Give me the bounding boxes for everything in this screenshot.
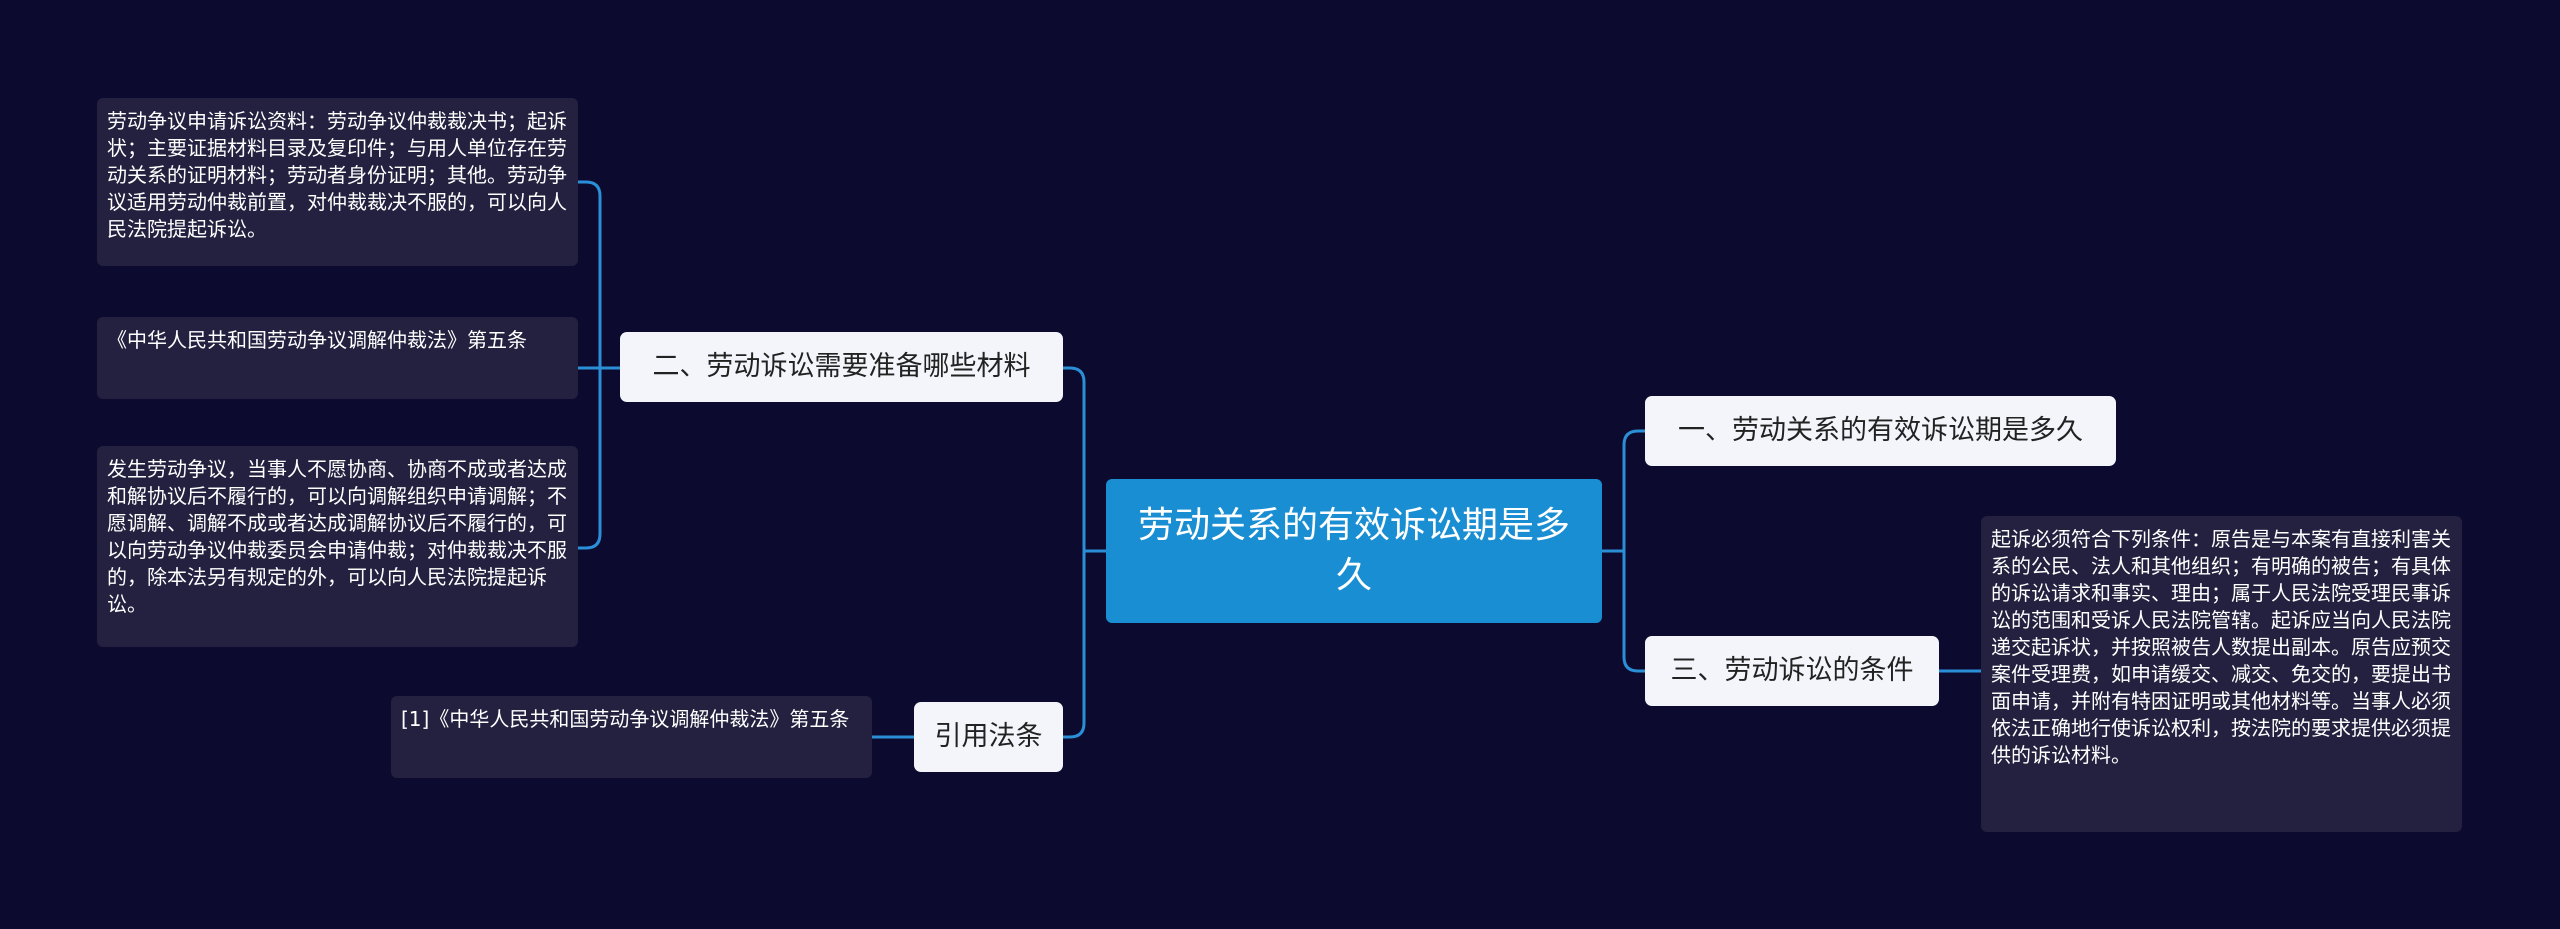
leaf-materials-list-text: 劳动争议申请诉讼资料：劳动争议仲裁裁决书；起诉状；主要证据材料目录及复印件；与用… <box>107 109 567 241</box>
leaf-materials-law-text-body: 发生劳动争议，当事人不愿协商、协商不成或者达成和解协议后不履行的，可以向调解组织… <box>107 457 567 616</box>
connector-root-left-trunk <box>1061 366 1108 739</box>
branch-citation-label: 引用法条 <box>934 721 1043 752</box>
branch-validity-period[interactable]: 一、劳动关系的有效诉讼期是多久 <box>1645 396 2116 466</box>
leaf-materials-list[interactable]: 劳动争议申请诉讼资料：劳动争议仲裁裁决书；起诉状；主要证据材料目录及复印件；与用… <box>97 98 578 266</box>
leaf-conditions-text: 起诉必须符合下列条件：原告是与本案有直接利害关系的公民、法人和其他组织；有明确的… <box>1991 527 2451 767</box>
root-topic-label: 劳动关系的有效诉讼期是多久 <box>1137 505 1570 596</box>
branch-conditions-label: 三、劳动诉讼的条件 <box>1670 655 1914 686</box>
branch-materials[interactable]: 二、劳动诉讼需要准备哪些材料 <box>620 332 1063 402</box>
branch-validity-period-label: 一、劳动关系的有效诉讼期是多久 <box>1678 415 2083 446</box>
leaf-materials-law-title-text: 《中华人民共和国劳动争议调解仲裁法》第五条 <box>107 328 527 352</box>
root-topic[interactable]: 劳动关系的有效诉讼期是多久 <box>1106 479 1602 623</box>
connector-root-right-trunk <box>1600 429 1647 673</box>
leaf-conditions[interactable]: 起诉必须符合下列条件：原告是与本案有直接利害关系的公民、法人和其他组织；有明确的… <box>1981 516 2462 832</box>
branch-materials-label: 二、劳动诉讼需要准备哪些材料 <box>652 351 1031 382</box>
branch-citation[interactable]: 引用法条 <box>914 702 1063 772</box>
connector-materials-leaves <box>576 180 622 550</box>
leaf-materials-law-text[interactable]: 发生劳动争议，当事人不愿协商、协商不成或者达成和解协议后不履行的，可以向调解组织… <box>97 446 578 647</box>
leaf-citation[interactable]: [1]《中华人民共和国劳动争议调解仲裁法》第五条 <box>391 696 872 778</box>
branch-conditions[interactable]: 三、劳动诉讼的条件 <box>1645 636 1939 706</box>
leaf-citation-text: [1]《中华人民共和国劳动争议调解仲裁法》第五条 <box>401 707 850 731</box>
leaf-materials-law-title[interactable]: 《中华人民共和国劳动争议调解仲裁法》第五条 <box>97 317 578 399</box>
